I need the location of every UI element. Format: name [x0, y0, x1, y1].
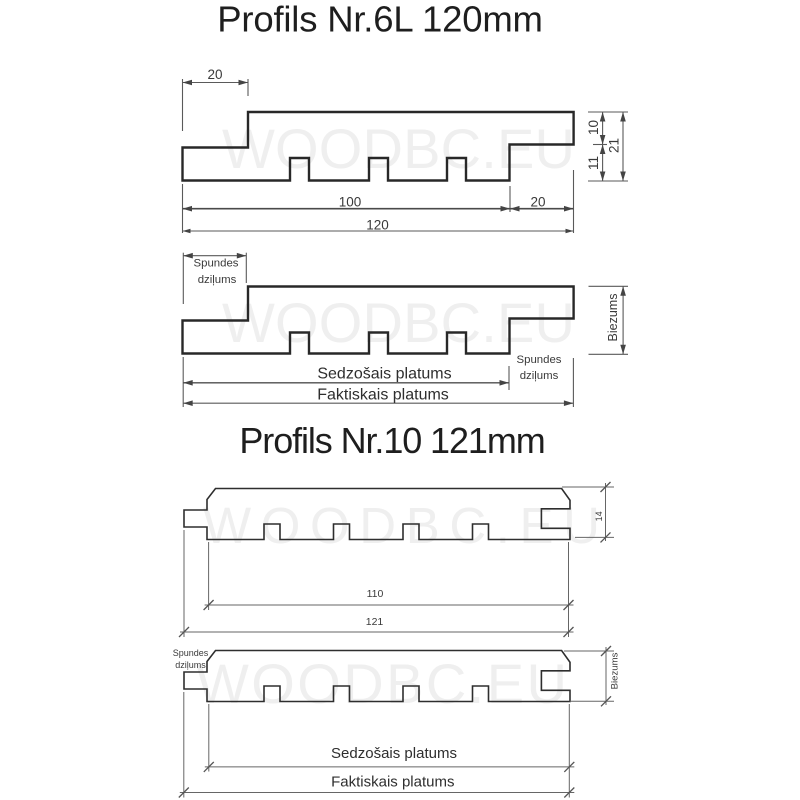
svg-text:Spundes: Spundes	[517, 354, 562, 366]
svg-text:WOODBC.EU: WOODBC.EU	[222, 291, 575, 354]
svg-text:10: 10	[586, 120, 601, 135]
svg-text:Profils Nr.6L 120mm: Profils Nr.6L 120mm	[217, 0, 542, 40]
svg-text:dziļums: dziļums	[175, 660, 206, 670]
svg-text:Sedzošais platums: Sedzošais platums	[317, 366, 451, 383]
svg-text:Spundes: Spundes	[173, 648, 209, 658]
svg-text:21: 21	[607, 138, 622, 153]
svg-text:Profils Nr.10 121mm: Profils Nr.10 121mm	[239, 420, 544, 461]
svg-text:20: 20	[530, 195, 545, 210]
svg-text:Spundes: Spundes	[194, 258, 239, 270]
svg-text:11: 11	[586, 156, 601, 170]
svg-text:dziļums: dziļums	[520, 370, 559, 382]
svg-text:14: 14	[594, 511, 604, 521]
svg-text:120: 120	[366, 218, 389, 233]
svg-text:121: 121	[366, 616, 384, 628]
svg-text:Sedzošais platums: Sedzošais platums	[331, 745, 457, 762]
svg-text:dziļums: dziļums	[198, 274, 237, 286]
svg-text:Faktiskais platums: Faktiskais platums	[331, 774, 454, 791]
svg-text:Biezums: Biezums	[606, 294, 620, 342]
svg-text:Faktiskais platums: Faktiskais platums	[317, 387, 449, 404]
svg-text:Biezums: Biezums	[610, 652, 621, 689]
svg-text:WOODBC.EU: WOODBC.EU	[196, 652, 567, 715]
svg-text:20: 20	[207, 67, 222, 82]
svg-text:WOODBC.EU: WOODBC.EU	[222, 117, 575, 180]
svg-text:110: 110	[367, 588, 384, 600]
svg-text:100: 100	[339, 195, 362, 210]
